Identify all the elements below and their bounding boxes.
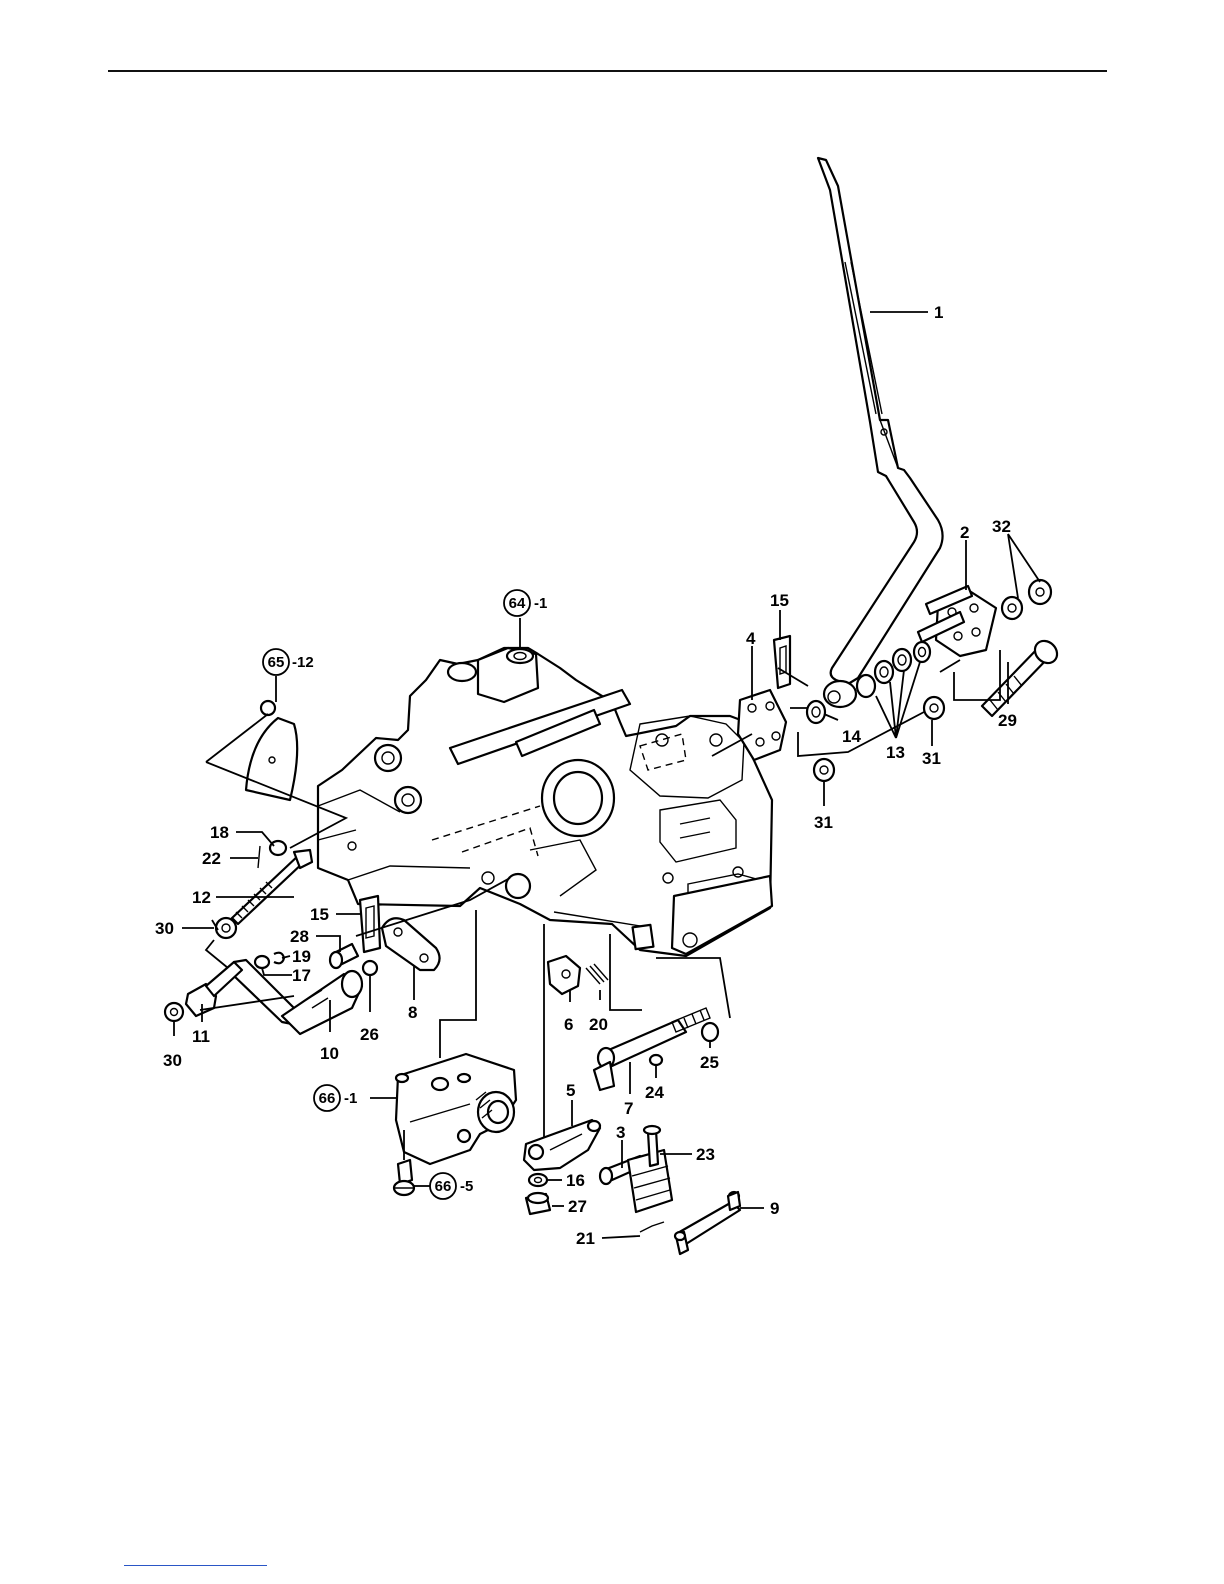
label-9: 9 bbox=[770, 1199, 779, 1218]
label-16: 16 bbox=[566, 1171, 585, 1190]
label-3: 3 bbox=[616, 1123, 625, 1142]
circled-num-64: 64 bbox=[509, 595, 526, 612]
circled-suffix-66-5: -5 bbox=[460, 1178, 473, 1195]
label-30-top: 30 bbox=[155, 919, 174, 938]
label-31-right: 31 bbox=[922, 749, 941, 768]
lever-arm bbox=[818, 158, 943, 707]
label-31-lower: 31 bbox=[814, 813, 833, 832]
circled-num-65: 65 bbox=[268, 654, 285, 671]
circled-suffix-65: -12 bbox=[292, 654, 314, 671]
label-8: 8 bbox=[408, 1003, 417, 1022]
circled-num-66-1: 66 bbox=[319, 1090, 336, 1107]
label-29: 29 bbox=[998, 711, 1017, 730]
label-11: 11 bbox=[192, 1027, 210, 1046]
bottom-link-underline bbox=[124, 1565, 267, 1566]
circled-reference-64: 64 -1 bbox=[504, 590, 547, 616]
label-4: 4 bbox=[746, 629, 756, 648]
lower-center-parts bbox=[524, 924, 740, 1254]
circled-suffix-64: -1 bbox=[534, 595, 547, 612]
circled-reference-66-1: 66 -1 bbox=[314, 1085, 357, 1111]
label-20: 20 bbox=[589, 1015, 608, 1034]
label-22: 22 bbox=[202, 849, 221, 868]
circled-reference-65: 65 -12 bbox=[263, 649, 314, 675]
label-6: 6 bbox=[564, 1015, 573, 1034]
circled-suffix-66-1: -1 bbox=[344, 1090, 357, 1107]
label-10: 10 bbox=[320, 1044, 339, 1063]
label-18: 18 bbox=[210, 823, 229, 842]
label-28: 28 bbox=[290, 927, 309, 946]
label-24: 24 bbox=[645, 1083, 664, 1102]
label-12: 12 bbox=[192, 888, 211, 907]
label-25: 25 bbox=[700, 1053, 719, 1072]
label-7: 7 bbox=[624, 1099, 633, 1118]
label-17: 17 bbox=[292, 966, 311, 985]
label-15-top: 15 bbox=[770, 591, 789, 610]
label-5: 5 bbox=[566, 1081, 575, 1100]
hydraulic-housing bbox=[318, 648, 772, 956]
label-1: 1 bbox=[934, 303, 943, 322]
label-13: 13 bbox=[886, 743, 905, 762]
circled-reference-66-5: 66 -5 bbox=[430, 1173, 473, 1199]
label-27: 27 bbox=[568, 1197, 587, 1216]
label-21: 21 bbox=[576, 1229, 595, 1248]
label-32: 32 bbox=[992, 517, 1011, 536]
circled-num-66-5: 66 bbox=[435, 1178, 452, 1195]
label-2: 2 bbox=[960, 523, 969, 542]
label-19: 19 bbox=[292, 947, 311, 966]
label-30-bottom: 30 bbox=[163, 1051, 182, 1070]
label-26: 26 bbox=[360, 1025, 379, 1044]
label-14: 14 bbox=[842, 727, 861, 746]
label-15-left: 15 bbox=[310, 905, 329, 924]
label-23: 23 bbox=[696, 1145, 715, 1164]
